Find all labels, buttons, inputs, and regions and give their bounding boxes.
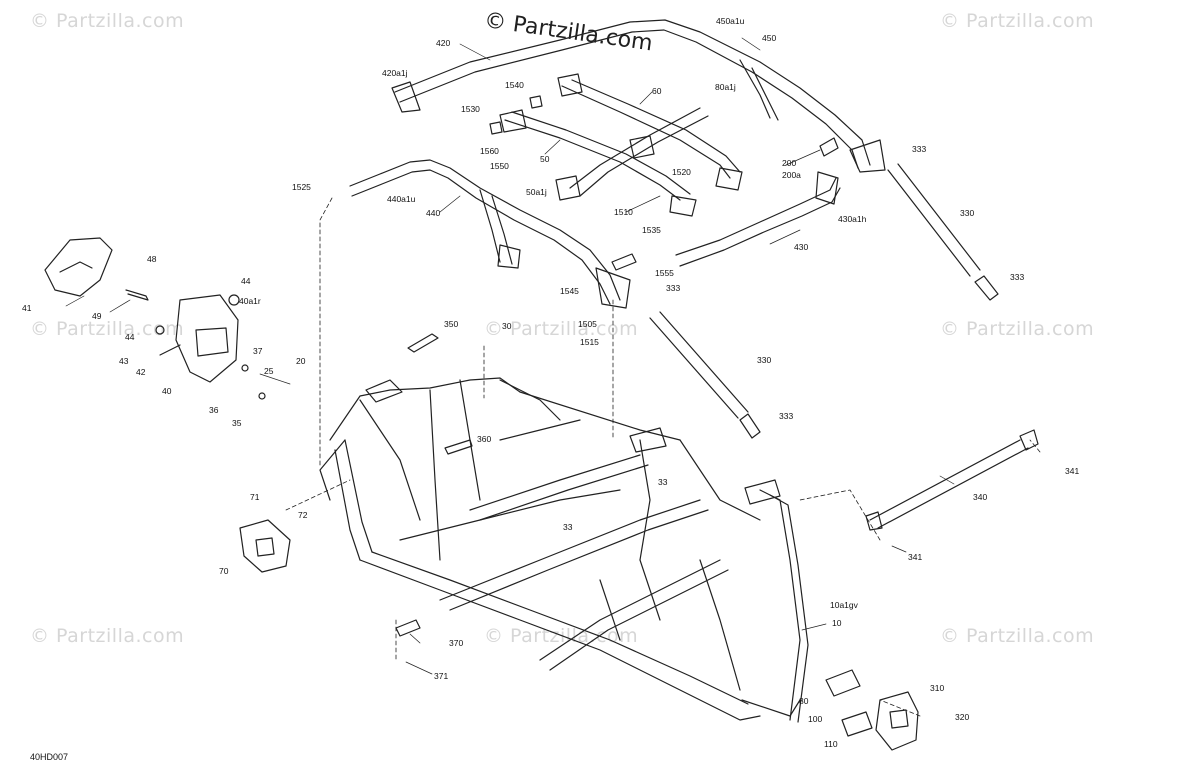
- watermark: © Partzilla.com: [940, 625, 1095, 647]
- callout-label: 40a1r: [239, 296, 261, 306]
- bar-340: [865, 429, 1039, 531]
- leader-lines: [65, 37, 955, 675]
- callout-label: 1560: [480, 146, 499, 156]
- callout-label: 420: [436, 38, 451, 48]
- callout-label: 44: [241, 276, 251, 286]
- callout-label: 50: [540, 154, 550, 164]
- callout-label: 60: [652, 86, 662, 96]
- callout-label: 310: [930, 683, 945, 693]
- callout-label: 330: [757, 355, 772, 365]
- callout-label: 330: [960, 208, 975, 218]
- watermark: © Partzilla.com: [940, 10, 1095, 32]
- callout-label: 341: [908, 552, 923, 562]
- callout-label: 1530: [461, 104, 480, 114]
- callout-label: 1540: [505, 80, 524, 90]
- callout-label: 20: [296, 356, 306, 366]
- small-parts: [125, 95, 839, 637]
- callout-label: 10: [832, 618, 842, 628]
- bracket-80: [825, 669, 861, 697]
- cross-bar-60: [557, 73, 743, 197]
- roll-cage-rear-bar: [391, 19, 886, 173]
- cross-bar-50: [499, 109, 697, 217]
- roll-cage-front-bar: [349, 159, 631, 309]
- callout-label: 35: [232, 418, 242, 428]
- bracket-100: [841, 711, 873, 737]
- callout-label: 1535: [642, 225, 661, 235]
- bracket-41: [44, 237, 113, 297]
- callout-label: 41: [22, 303, 32, 313]
- callout-label: 320: [955, 712, 970, 722]
- callout-label: 70: [219, 566, 229, 576]
- callout-label: 49: [92, 311, 102, 321]
- callout-label: 340: [973, 492, 988, 502]
- callout-label: 42: [136, 367, 146, 377]
- callout-label: 1550: [490, 161, 509, 171]
- callout-label: 1510: [614, 207, 633, 217]
- callout-label: 333: [912, 144, 927, 154]
- callout-label: 350: [444, 319, 459, 329]
- side-bar-430: [675, 171, 841, 267]
- watermark: © Partzilla.com: [30, 318, 185, 340]
- callout-label: 450: [762, 33, 777, 43]
- strut-330-center: [649, 311, 761, 439]
- watermark: © Partzilla.com: [940, 318, 1095, 340]
- callout-label: 40: [162, 386, 172, 396]
- callout-label: 30: [502, 321, 512, 331]
- callout-label: 43: [119, 356, 129, 366]
- callout-label: 333: [779, 411, 794, 421]
- callout-label: 333: [1010, 272, 1025, 282]
- assembly-lines: [285, 197, 1041, 717]
- callout-label: 33: [658, 477, 668, 487]
- callout-label: 71: [250, 492, 260, 502]
- watermark: © Partzilla.com: [30, 10, 185, 32]
- watermark: © Partzilla.com: [484, 625, 639, 647]
- main-chassis-frame: [319, 377, 809, 723]
- callout-label: 200: [782, 158, 797, 168]
- callout-label: 36: [209, 405, 219, 415]
- callout-label: 1545: [560, 286, 579, 296]
- callout-label: 371: [434, 671, 449, 681]
- callout-label: 33: [563, 522, 573, 532]
- callout-label: 370: [449, 638, 464, 648]
- callout-label: 1555: [655, 268, 674, 278]
- watermark: © Partzilla.com: [484, 318, 639, 340]
- callout-label: 430a1h: [838, 214, 867, 224]
- callout-label: 25: [264, 366, 274, 376]
- callout-label: 360: [477, 434, 492, 444]
- callout-label: 80a1j: [715, 82, 736, 92]
- callout-label: 341: [1065, 466, 1080, 476]
- callout-label: 200a: [782, 170, 801, 180]
- callout-label: 72: [298, 510, 308, 520]
- callout-label: 1520: [672, 167, 691, 177]
- bracket-70: [239, 519, 291, 573]
- strut-330-right: [887, 163, 999, 301]
- callout-label: 44: [125, 332, 135, 342]
- callout-label: 48: [147, 254, 157, 264]
- callout-label: 1505: [578, 319, 597, 329]
- watermark: © Partzilla.com: [30, 625, 185, 647]
- callout-label: 420a1j: [382, 68, 408, 78]
- callout-label: 333: [666, 283, 681, 293]
- callout-label: 80: [799, 696, 809, 706]
- bracket-40: [159, 294, 239, 383]
- callout-label: 450a1u: [716, 16, 745, 26]
- callout-label: 37: [253, 346, 263, 356]
- bracket-310: [875, 691, 919, 751]
- callout-label: 110: [824, 739, 838, 749]
- callout-label: 430: [794, 242, 809, 252]
- callout-label: 440: [426, 208, 441, 218]
- callout-label: 1525: [292, 182, 311, 192]
- callout-label: 1515: [580, 337, 599, 347]
- callout-label: 100: [808, 714, 823, 724]
- callout-label: 50a1j: [526, 187, 547, 197]
- diagram-code: 40HD007: [30, 752, 69, 762]
- callout-label: 10a1gv: [830, 600, 858, 610]
- callout-label: 440a1u: [387, 194, 416, 204]
